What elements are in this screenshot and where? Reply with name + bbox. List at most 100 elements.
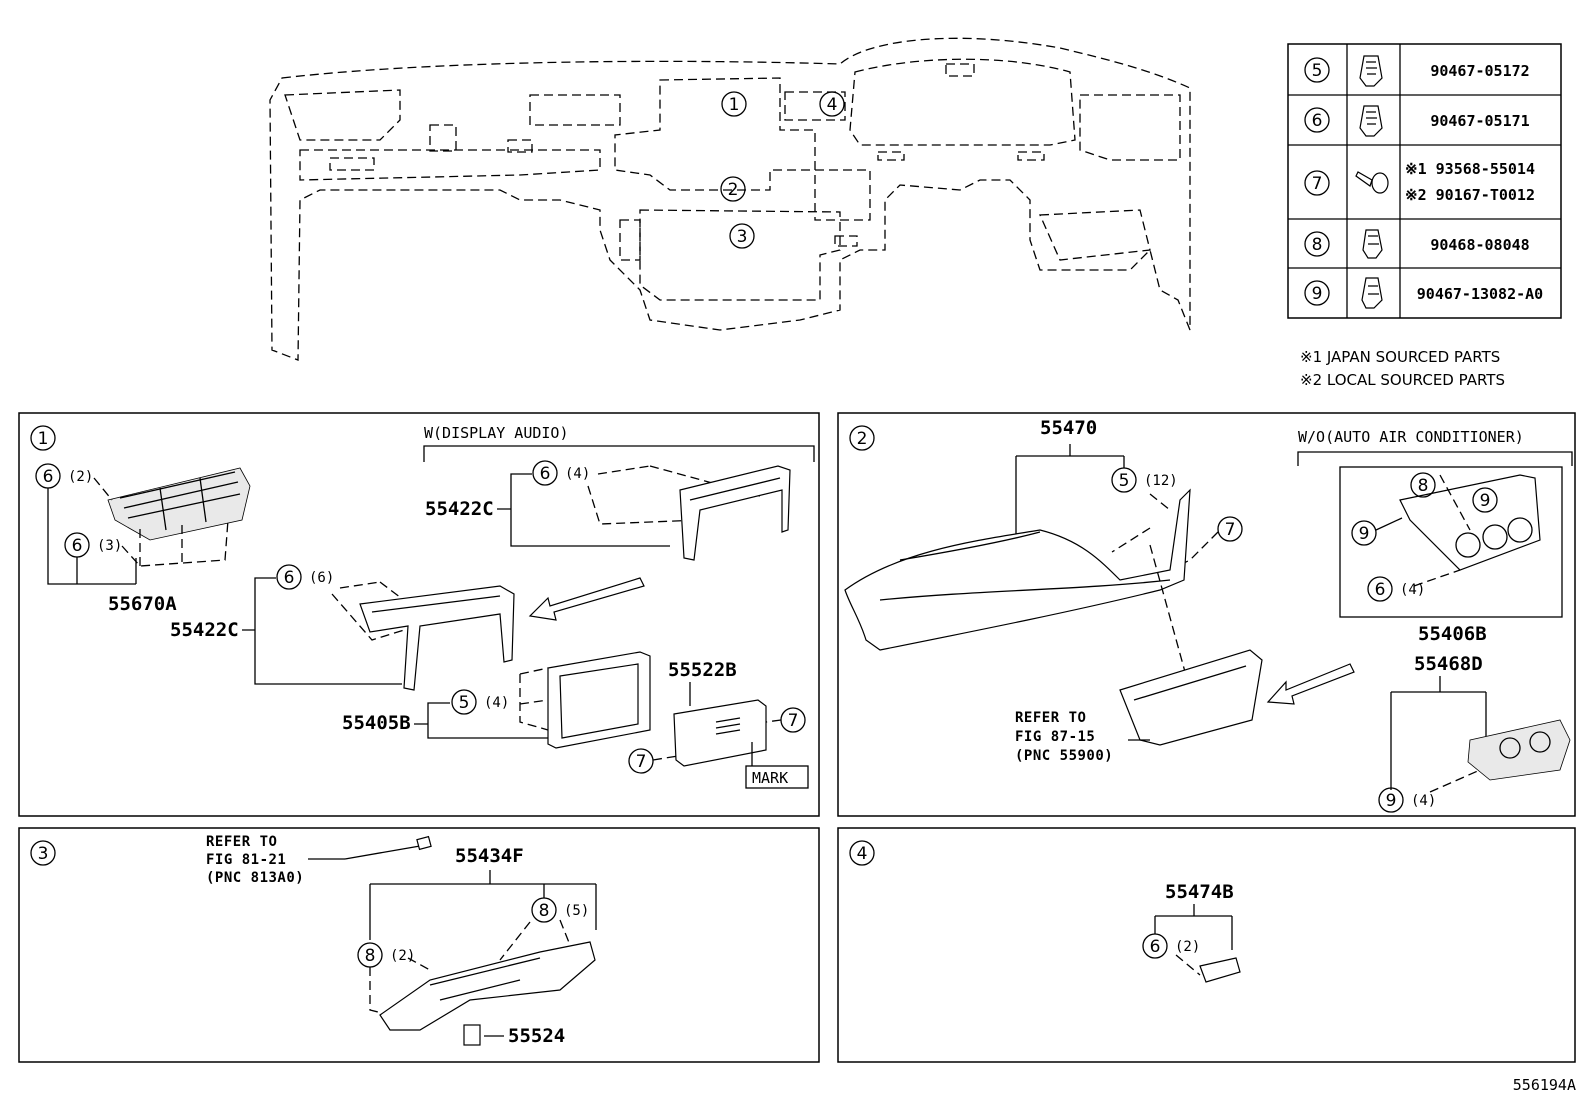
callout-9: 9: [1480, 491, 1491, 511]
legend-row-6: 6 90467-05171: [1304, 105, 1530, 137]
refer-line2: FIG 81-21: [206, 852, 286, 868]
bezel-55406B: [1399, 474, 1541, 571]
part-number-55670A: 55670A: [108, 593, 177, 615]
callout-8: 8: [539, 901, 550, 921]
label: 7: [1312, 174, 1323, 194]
part-number-55422C: 55422C: [170, 619, 239, 641]
callout-5: 5: [1119, 471, 1130, 491]
callout-6: 6: [1375, 580, 1386, 600]
overview-marker-2: 2: [720, 176, 746, 202]
arrow-icon: [528, 577, 645, 621]
legend-table: 5 90467-05172 6 90467-05171 7: [1287, 43, 1562, 319]
legend-row-9: 9 90467-13082-A0: [1304, 277, 1543, 309]
label: 6: [1312, 111, 1323, 131]
legend-row-7: 7 ※1 93568-55014 ※2 90167-T0012: [1304, 160, 1535, 204]
part-number-55468D: 55468D: [1414, 653, 1483, 675]
bezel-55405B: [547, 651, 651, 749]
qty-label: (4): [1411, 793, 1436, 809]
clip-55524: [463, 1024, 481, 1046]
note-japan-sourced: ※1 JAPAN SOURCED PARTS: [1300, 348, 1500, 366]
qty-label: (6): [309, 570, 334, 586]
part-number-55470: 55470: [1040, 417, 1097, 439]
panel-2-header: W/O(AUTO AIR CONDITIONER): [1298, 428, 1524, 446]
figure-id: 556194A: [1513, 1076, 1576, 1094]
label: 90467-05171: [1430, 112, 1529, 130]
note-local-sourced: ※2 LOCAL SOURCED PARTS: [1300, 371, 1505, 389]
callout-6: 6: [1150, 937, 1161, 957]
legend-row-5: 5 90467-05172: [1304, 55, 1530, 87]
panel-55522B: [673, 699, 767, 767]
callout-7: 7: [1225, 520, 1236, 540]
overview-marker-4: 4: [819, 91, 845, 117]
label: 9: [1312, 284, 1323, 304]
lower-panel-55434F: [379, 941, 596, 1031]
qty-label: (4): [1400, 582, 1425, 598]
clip-icon: [1359, 105, 1383, 137]
callout-6: 6: [540, 464, 551, 484]
callout-8: 8: [365, 946, 376, 966]
panel-1-header: W(DISPLAY AUDIO): [424, 424, 569, 442]
arrow-icon: [1266, 663, 1355, 705]
dashboard-overview: [269, 37, 1191, 361]
callout-8: 8: [1418, 476, 1429, 496]
label: 1: [729, 95, 740, 115]
panel-4: 4 55474B 6 (2): [837, 827, 1576, 1063]
qty-label: (12): [1144, 473, 1178, 489]
part-number-55524: 55524: [508, 1025, 565, 1047]
clip-icon: [1361, 277, 1383, 309]
panel-3-number: 3: [38, 844, 49, 864]
vent-55670A: [107, 467, 251, 541]
bracket-55422C-top: [679, 465, 791, 561]
callout-6: 6: [43, 467, 54, 487]
callout-6: 6: [284, 568, 295, 588]
overview-marker-3: 3: [729, 223, 755, 249]
label: ※2 90167-T0012: [1405, 186, 1535, 204]
label: 5: [1312, 61, 1323, 81]
part-number-55522B: 55522B: [668, 659, 737, 681]
qty-label: (2): [390, 948, 415, 964]
panel-2: 2 W/O(AUTO AIR CONDITIONER) 55470 5 (12)…: [837, 412, 1576, 817]
callout-7: 7: [788, 711, 799, 731]
qty-label: (4): [484, 695, 509, 711]
refer-line3: (PNC 55900): [1015, 748, 1113, 764]
screw-icon: [1355, 171, 1389, 194]
qty-label: (4): [565, 466, 590, 482]
panel-1: 1 W(DISPLAY AUDIO) 6 (2) 6 (3) 55670A 55…: [18, 412, 820, 817]
refer-line3: (PNC 813A0): [206, 870, 304, 886]
part-number-55405B: 55405B: [342, 712, 411, 734]
bracket-55422C: [359, 585, 515, 691]
part-number-55406B: 55406B: [1418, 623, 1487, 645]
label: 8: [1312, 235, 1323, 255]
qty-label: (2): [1175, 939, 1200, 955]
trim-bezel: [1119, 649, 1263, 746]
panel-3: 3 REFER TO FIG 81-21 (PNC 813A0) 55434F …: [18, 827, 820, 1063]
refer-line1: REFER TO: [1015, 710, 1086, 726]
label: 3: [737, 227, 748, 247]
refer-line2: FIG 87-15: [1015, 729, 1095, 745]
label: ※1 93568-55014: [1405, 160, 1535, 178]
callout-6: 6: [72, 536, 83, 556]
mark-label: MARK: [752, 769, 788, 787]
callout-7: 7: [636, 752, 647, 772]
switch-55474B: [1199, 957, 1241, 983]
clip-icon: [1362, 229, 1383, 259]
label: 2: [728, 180, 739, 200]
part-number-55434F: 55434F: [455, 845, 524, 867]
wire-harness: [344, 835, 432, 860]
control-55468D: [1467, 719, 1571, 781]
label: 90468-08048: [1430, 236, 1529, 254]
clip-icon: [1359, 55, 1383, 87]
part-number-55474B: 55474B: [1165, 881, 1234, 903]
part-number-55422C: 55422C: [425, 498, 494, 520]
refer-line1: REFER TO: [206, 834, 277, 850]
legend-row-8: 8 90468-08048: [1304, 229, 1530, 259]
callout-5: 5: [459, 693, 470, 713]
label: 4: [827, 95, 838, 115]
glovebox-55470: [844, 488, 1191, 651]
panel-4-number: 4: [857, 844, 868, 864]
panel-2-number: 2: [857, 429, 868, 449]
callout-9: 9: [1359, 524, 1370, 544]
callout-9: 9: [1386, 791, 1397, 811]
panel-1-number: 1: [38, 429, 49, 449]
